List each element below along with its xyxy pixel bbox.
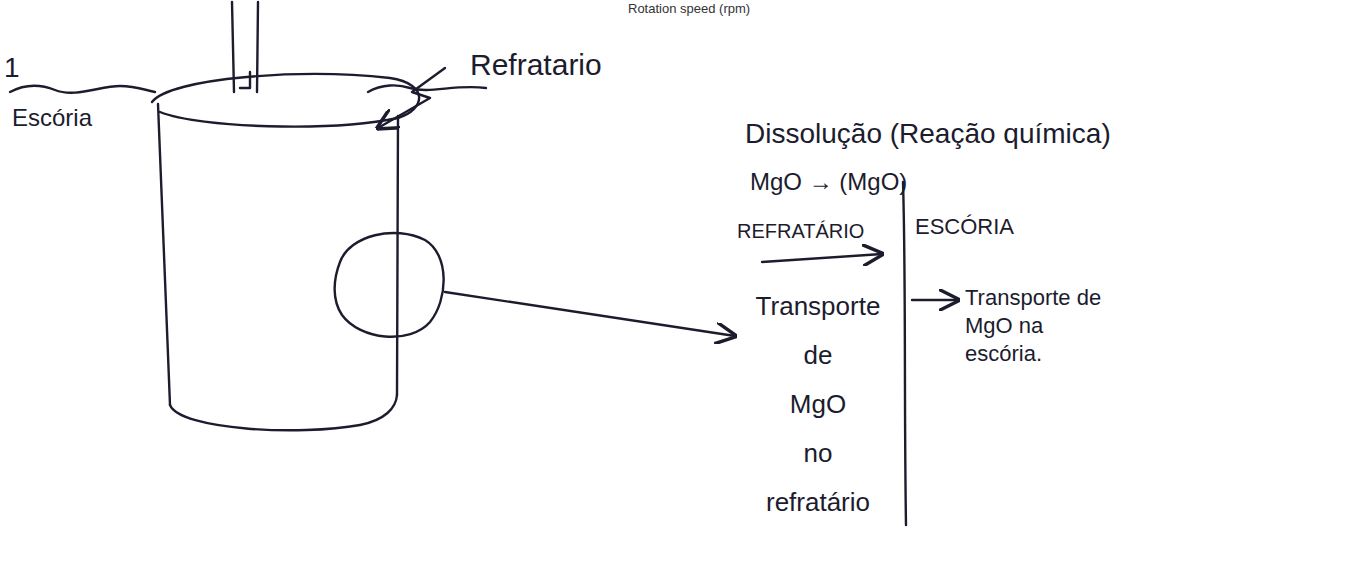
flux-arrow (762, 254, 882, 262)
figure-number: 1 (4, 52, 20, 84)
rod-end (240, 72, 250, 88)
slag-surface (10, 86, 155, 93)
region-label: ESCÓRIA (915, 214, 1014, 239)
transport-note: Transporte de MgO na escória. (965, 284, 1115, 368)
cylinder-top (152, 74, 419, 126)
zoom-circle (335, 233, 444, 337)
part-label: Refratario (470, 48, 602, 83)
reaction-label: MgO → (MgO) (750, 168, 907, 196)
rod-line (257, 2, 258, 92)
region-label: REFRATÁRIO (737, 220, 864, 243)
transport-note: Transporte de MgO no refratário (748, 282, 888, 527)
heading-note: Dissolução (Reação química) (745, 118, 1111, 150)
cylinder-side (397, 116, 398, 395)
part-label: Escória (12, 104, 92, 132)
interface-line (903, 182, 906, 525)
flux-arrow (912, 299, 958, 301)
axis-title: Rotation speed (rpm) (628, 2, 750, 17)
zoom-arrow (445, 292, 735, 336)
leader-arrow (378, 68, 445, 128)
slag-surface (368, 85, 486, 92)
cylinder-bottom (170, 395, 397, 430)
cylinder-side (158, 104, 170, 405)
